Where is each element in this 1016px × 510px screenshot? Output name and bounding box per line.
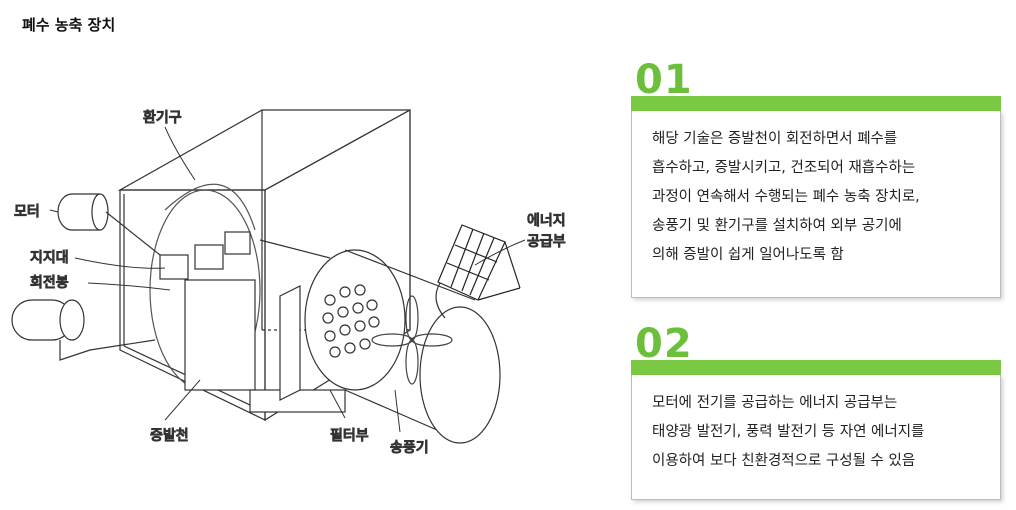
card-line: 송풍기 및 환기구를 설치하여 외부 공기에 <box>652 218 902 234</box>
card-number: 02 <box>635 321 693 367</box>
label-filter: 필터부 <box>330 428 369 444</box>
card-number: 01 <box>635 57 693 103</box>
card-line: 과정이 연속해서 수행되는 폐수 농축 장치로, <box>652 189 920 205</box>
solar-panel <box>435 224 521 319</box>
blower-duct <box>304 249 501 444</box>
card-accent-bar <box>631 96 1001 111</box>
label-energy-line1: 에너지 <box>527 213 566 229</box>
label-support: 지지대 <box>30 250 69 266</box>
leader-lines <box>49 126 526 433</box>
card-line: 이용하여 보다 친환경적으로 구성될 수 있음 <box>652 453 916 469</box>
label-evaporation-cloth: 증발천 <box>150 428 189 444</box>
vent-arc <box>164 183 256 231</box>
label-rotating-rod: 회전봉 <box>30 275 69 291</box>
card-line: 의해 증발이 쉽게 일어나도록 함 <box>652 247 844 263</box>
card-body: 모터에 전기를 공급하는 에너지 공급부는 태양광 발전기, 풍력 발전기 등 … <box>631 375 1001 500</box>
card-accent-bar <box>631 360 1001 375</box>
card-body: 해당 기술은 증발천이 회전하면서 폐수를 흡수하고, 증발시키고, 건조되어 … <box>631 111 1001 298</box>
label-energy-line2: 공급부 <box>527 234 566 250</box>
card-line: 해당 기술은 증발천이 회전하면서 폐수를 <box>652 131 898 147</box>
fan-blades <box>371 295 453 385</box>
page-title: 폐수 농축 장치 <box>22 16 116 34</box>
label-motor: 모터 <box>14 204 40 220</box>
filter-holes <box>322 284 380 358</box>
card-line: 흡수하고, 증발시키고, 건조되어 재흡수하는 <box>652 160 916 176</box>
card-line: 태양광 발전기, 풍력 발전기 등 자연 에너지를 <box>652 424 925 440</box>
pump <box>11 299 156 361</box>
motor <box>57 193 161 256</box>
wastewater-concentrator-diagram: 환기구 모터 지지대 회전봉 에너지 공급부 증발천 필터부 송풍기 <box>11 108 566 457</box>
evaporation-drum <box>149 189 346 413</box>
label-blower: 송풍기 <box>390 440 429 456</box>
label-vent: 환기구 <box>143 110 182 126</box>
card-line: 모터에 전기를 공급하는 에너지 공급부는 <box>652 395 898 411</box>
filter-plate <box>279 285 301 401</box>
